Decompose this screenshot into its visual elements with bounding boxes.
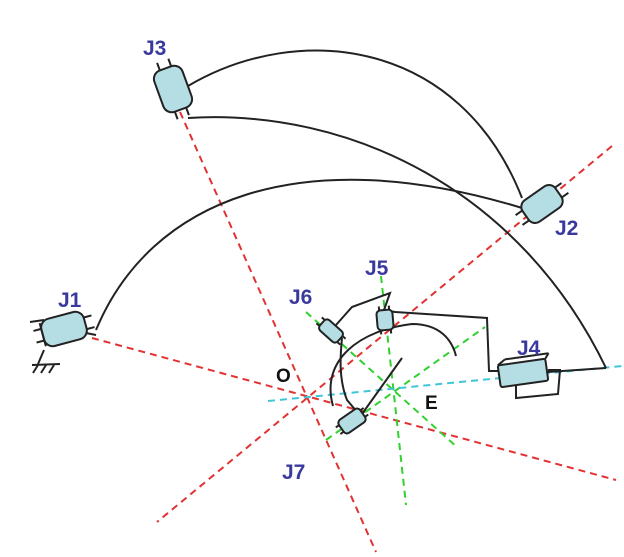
axis-j3: [179, 111, 377, 553]
link-j3-j2: [187, 49, 523, 199]
link-j4-j5: [383, 309, 502, 372]
label-j5: J5: [365, 257, 389, 280]
link-j6-j7: [339, 337, 359, 414]
end-effector-arc: [329, 322, 457, 407]
joint-j7-icon: [335, 407, 369, 435]
red-axes: [91, 111, 617, 553]
link-j1-j2: [95, 178, 523, 331]
label-origin: O: [276, 366, 291, 387]
link-j1-end: [85, 332, 97, 336]
axis-j6: [305, 311, 459, 449]
label-j6: J6: [289, 286, 312, 309]
link-j3-j4: [187, 116, 607, 369]
link-j4-tail: [515, 369, 562, 400]
green-axes: [305, 275, 486, 506]
link-j4-end: [547, 367, 607, 373]
links: [29, 49, 607, 415]
joint-j5-icon: [375, 305, 395, 335]
joint-j3-icon: [152, 58, 194, 120]
link-j1-stub: [29, 319, 45, 323]
joint-j1-icon: [33, 310, 95, 348]
joint-j4-icon: [496, 352, 550, 388]
link-j5-j6: [335, 291, 392, 326]
label-j3: J3: [143, 37, 166, 60]
joint-j2-icon: [515, 182, 569, 226]
label-end-effector: E: [425, 393, 438, 414]
label-j2: J2: [555, 217, 578, 240]
ground-icon: [31, 349, 61, 374]
link-j7-ee: [361, 357, 403, 415]
axis-j7: [325, 326, 486, 441]
label-j7: J7: [282, 461, 305, 484]
axis-j1: [91, 337, 617, 481]
joint-j6-icon: [315, 316, 347, 346]
label-j4: J4: [517, 337, 541, 360]
label-j1: J1: [58, 289, 82, 312]
